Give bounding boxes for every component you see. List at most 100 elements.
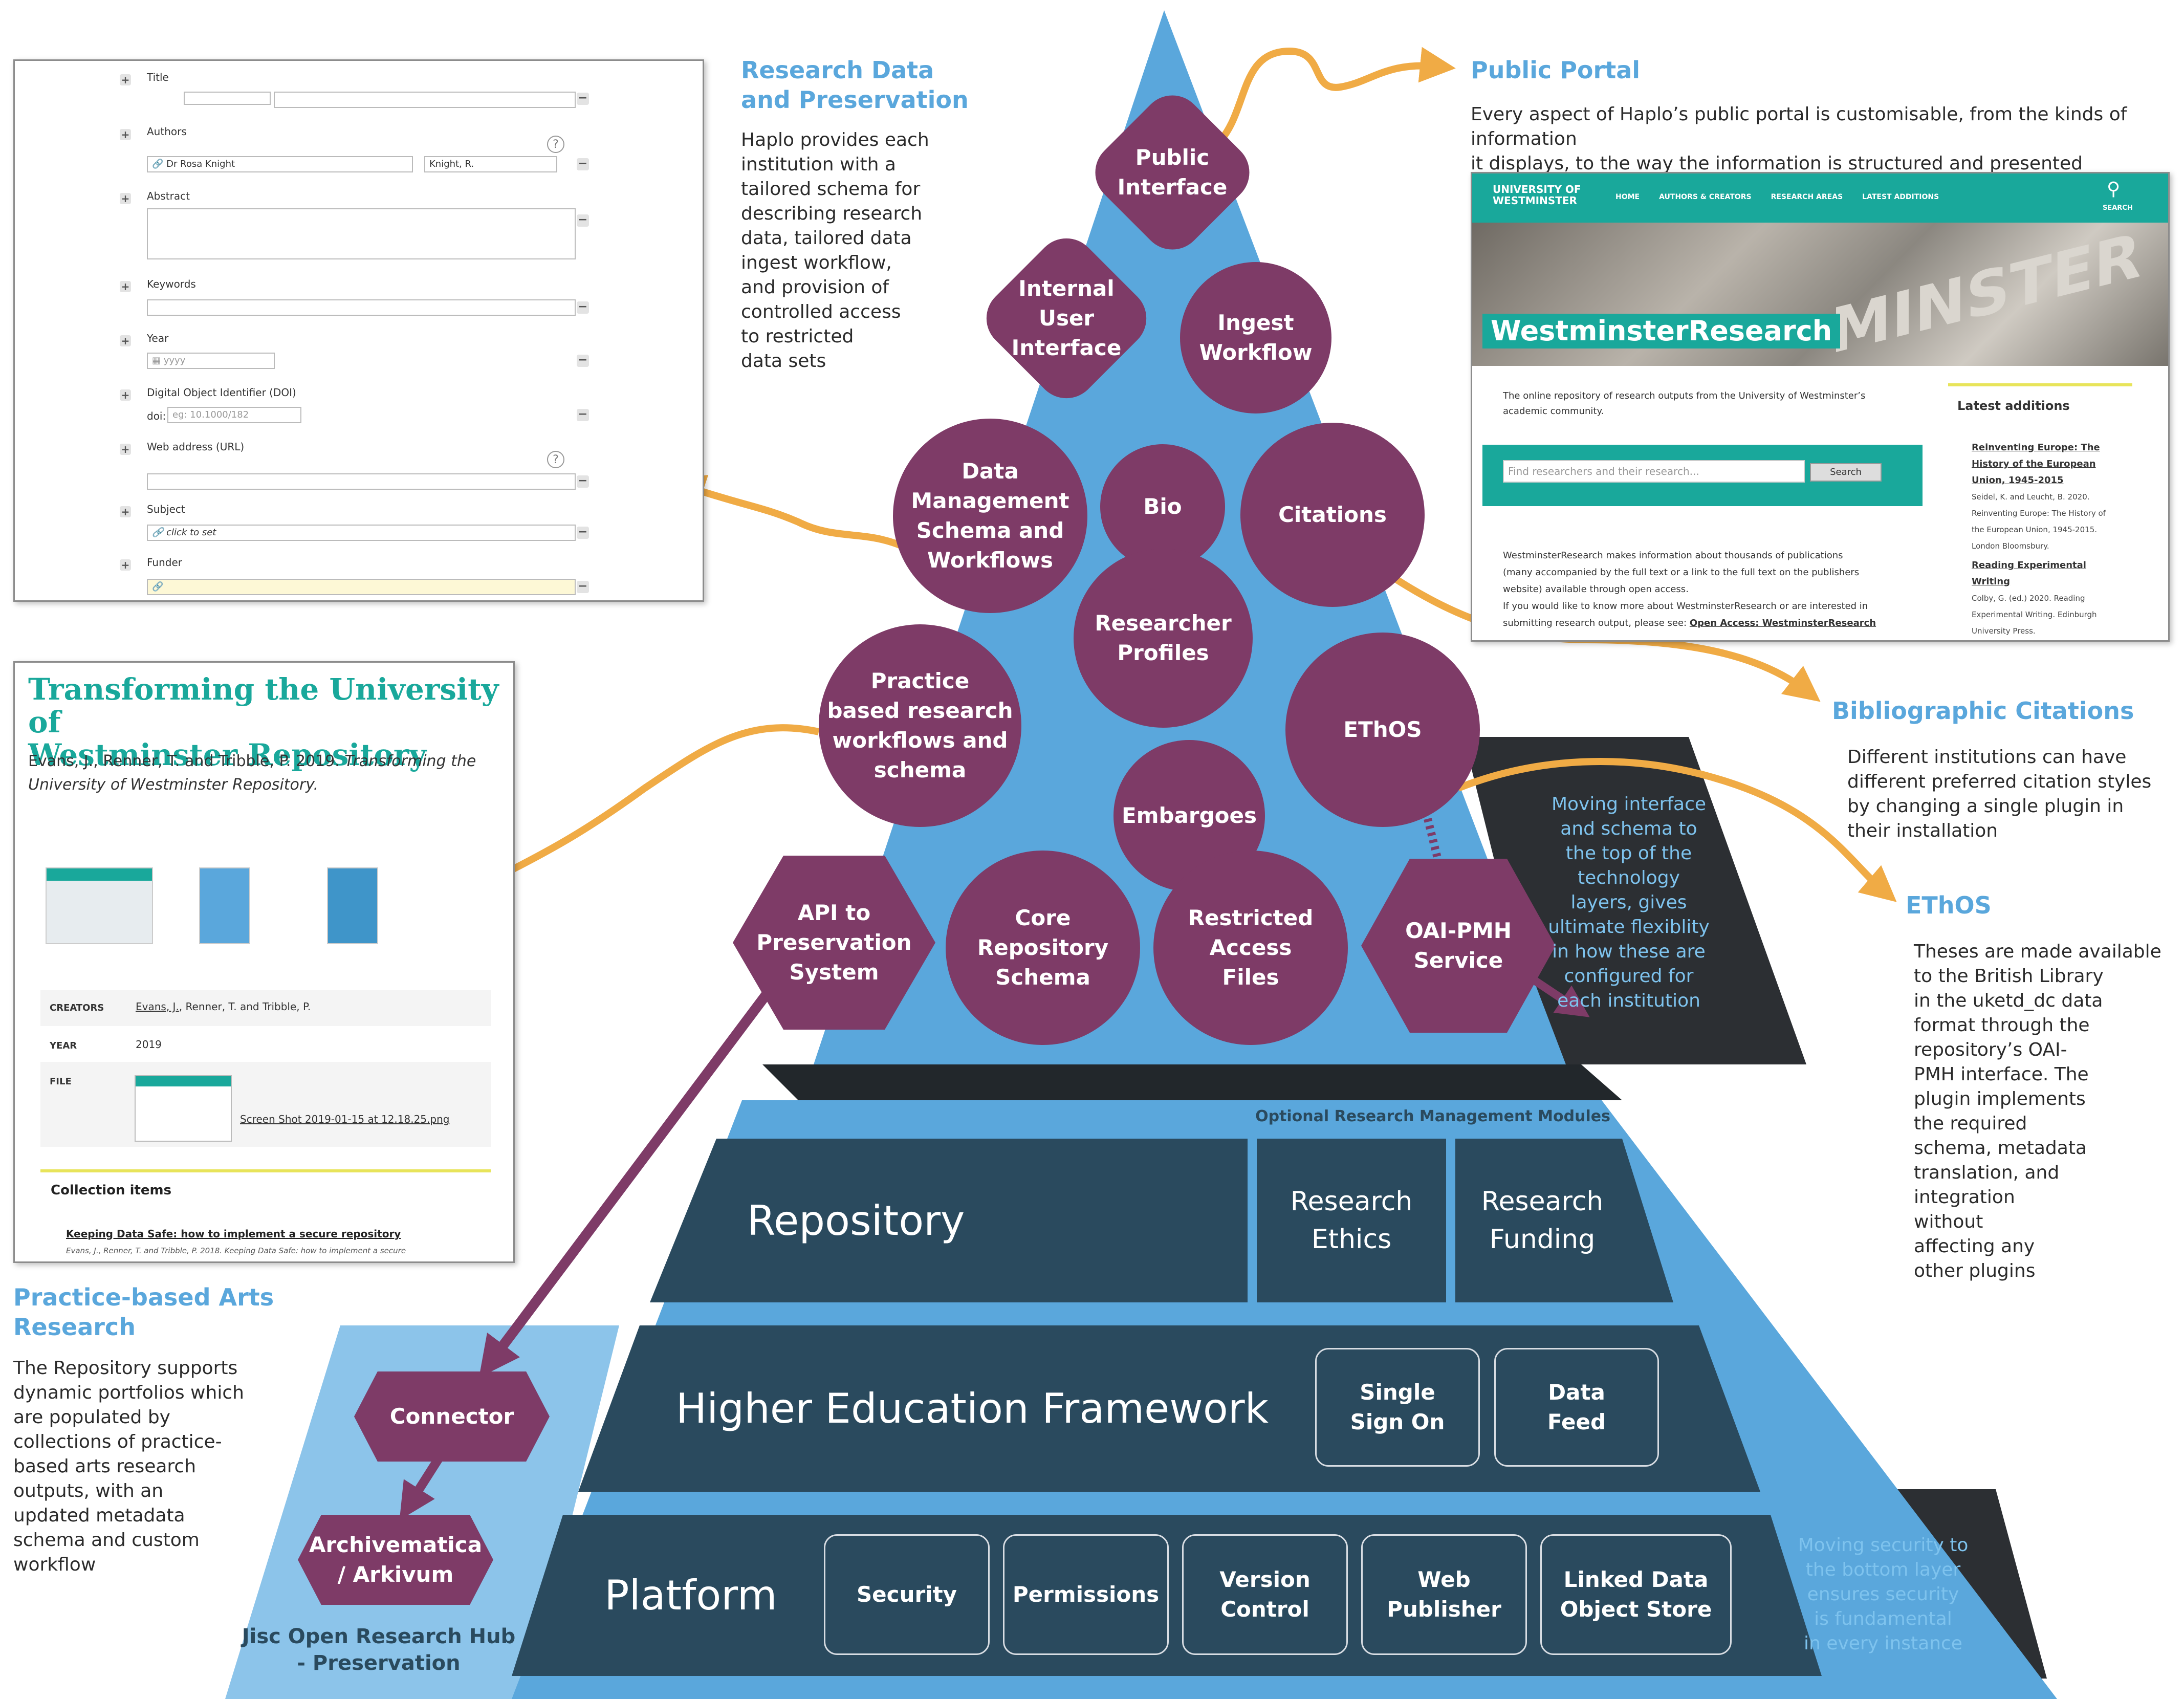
abstract-textarea[interactable]: [147, 208, 576, 259]
portal-header: UNIVERSITY OF WESTMINSTER HOME AUTHORS &…: [1472, 173, 2168, 223]
doi-placeholder: eg: 10.1000/182: [172, 409, 249, 420]
record-title: Transforming the University of Westminst…: [28, 672, 499, 772]
keywords-input[interactable]: [147, 299, 576, 316]
linked-data-box: Linked Data Object Store: [1540, 1534, 1732, 1655]
collection-heading: Collection items: [51, 1183, 172, 1198]
portal-search-label[interactable]: SEARCH: [2103, 204, 2133, 212]
remove-funder-icon[interactable]: −: [577, 581, 589, 593]
platform-band: [512, 1515, 1822, 1676]
add-title-icon[interactable]: +: [120, 74, 131, 85]
year-row-value: 2019: [136, 1038, 162, 1051]
subject-input[interactable]: 🔗 click to set: [147, 525, 576, 541]
add-author-icon[interactable]: +: [120, 129, 131, 140]
year-placeholder: yyyy: [163, 355, 186, 366]
logo-line2: WESTMINSTER: [1493, 194, 1577, 207]
search-icon[interactable]: ⚲: [2107, 179, 2121, 200]
jisc-label: Jisc Open Research Hub - Preservation: [242, 1625, 516, 1675]
file-row-label: FILE: [50, 1076, 72, 1087]
nav-research-areas[interactable]: RESEARCH AREAS: [1771, 193, 1843, 201]
remove-url-icon[interactable]: −: [577, 475, 589, 488]
thumbnail-1[interactable]: [46, 867, 153, 944]
remove-year-icon[interactable]: −: [577, 355, 589, 367]
arrow-public-portal: [1215, 47, 1456, 146]
optional-modules-label: Optional Research Management Modules: [1255, 1107, 1610, 1125]
url-input[interactable]: [147, 473, 576, 490]
file-row: [40, 1062, 491, 1147]
add-year-icon[interactable]: +: [120, 335, 131, 346]
collection-item-meta: Evans, J., Renner, T. and Tribble, P. 20…: [66, 1246, 406, 1255]
portal-logo[interactable]: UNIVERSITY OF WESTMINSTER: [1493, 184, 1581, 206]
title-language-select[interactable]: [184, 92, 271, 105]
portal-search-button[interactable]: Search: [1810, 463, 1882, 482]
nav-latest[interactable]: LATEST ADDITIONS: [1862, 193, 1939, 201]
hef-band: [578, 1325, 1760, 1492]
citation-italic: Transforming the University of Westminst…: [28, 752, 476, 794]
author-citation-field[interactable]: Knight, R.: [424, 156, 557, 172]
researcher-profiles-node: Researcher Profiles: [1074, 549, 1253, 728]
add-url-icon[interactable]: +: [120, 444, 131, 455]
add-abstract-icon[interactable]: +: [120, 193, 131, 204]
thumbnail-2[interactable]: [199, 867, 250, 944]
url-help-icon[interactable]: ?: [547, 451, 564, 468]
author-name-field[interactable]: 🔗 Dr Rosa Knight: [147, 156, 413, 172]
remove-doi-icon[interactable]: −: [577, 409, 589, 421]
creators-link[interactable]: Evans, J.: [136, 1000, 179, 1013]
doi-label: Digital Object Identifier (DOI): [147, 386, 296, 399]
add-doi-icon[interactable]: +: [120, 389, 131, 401]
repository-record-panel: Transforming the University of Westminst…: [13, 661, 515, 1263]
research-ethics-label: Research Ethics: [1290, 1186, 1413, 1255]
abstract-label: Abstract: [147, 190, 190, 202]
remove-author-icon[interactable]: −: [577, 158, 589, 170]
hero-sign-text: MINSTER: [1830, 220, 2142, 368]
remove-keywords-icon[interactable]: −: [577, 301, 589, 314]
ethos-node: EThOS: [1285, 633, 1480, 827]
collection-item-link[interactable]: Keeping Data Safe: how to implement a se…: [66, 1228, 401, 1240]
year-label: Year: [147, 332, 169, 344]
connector-node: Connector: [354, 1371, 550, 1462]
portal-search-input[interactable]: Find researchers and their research...: [1503, 460, 1805, 483]
public-portal-screenshot: UNIVERSITY OF WESTMINSTER HOME AUTHORS &…: [1471, 172, 2170, 642]
collection-divider: [40, 1169, 491, 1172]
latest-item2-title[interactable]: Reading Experimental Writing: [1972, 560, 2086, 587]
single-sign-on-box: Single Sign On: [1315, 1348, 1480, 1467]
add-funder-icon[interactable]: +: [120, 559, 131, 571]
remove-abstract-icon[interactable]: −: [577, 214, 589, 227]
authors-help-icon[interactable]: ?: [547, 136, 564, 153]
arrow-ethos: [1457, 757, 1897, 902]
year-row-label: YEAR: [50, 1040, 77, 1051]
nav-authors[interactable]: AUTHORS & CREATORS: [1659, 193, 1752, 201]
portal-desc2b: submitting research output, please see: …: [1503, 615, 1876, 631]
moving-security-note: Moving security to the bottom layer ensu…: [1798, 1535, 1969, 1654]
creators-row: [40, 990, 491, 1026]
research-data-body: Haplo provides each institution with a t…: [741, 129, 929, 372]
data-feed-box: Data Feed: [1494, 1348, 1659, 1467]
latest-item1-title[interactable]: Reinventing Europe: The History of the E…: [1972, 442, 2100, 486]
remove-title-icon[interactable]: −: [577, 93, 589, 105]
url-label: Web address (URL): [147, 441, 245, 453]
research-funding-label: Research Funding: [1481, 1186, 1604, 1255]
file-link[interactable]: Screen Shot 2019-01-15 at 12.18.25.png: [240, 1113, 450, 1125]
public-interface-label: Public Interface: [1117, 145, 1228, 200]
creators-label: CREATORS: [50, 1003, 104, 1013]
title-label: Title: [147, 71, 169, 83]
doi-input[interactable]: eg: 10.1000/182: [167, 407, 301, 423]
latest-item1-meta: Seidel, K. and Leucht, B. 2020. Reinvent…: [1972, 492, 2106, 551]
funder-input[interactable]: 🔗: [147, 579, 576, 595]
ingest-workflow-node: Ingest Workflow: [1180, 262, 1331, 413]
latest-heading: Latest additions: [1957, 399, 2070, 413]
open-access-link[interactable]: Open Access: WestminsterResearch: [1689, 618, 1876, 628]
title-input[interactable]: [274, 92, 576, 108]
practice-arts-body: The Repository supports dynamic portfoli…: [13, 1358, 244, 1575]
interface-note-panel: [1464, 737, 1806, 1064]
year-input[interactable]: ▦ yyyy: [147, 353, 275, 369]
file-thumbnail[interactable]: [135, 1075, 232, 1142]
add-subject-icon[interactable]: +: [120, 506, 131, 517]
record-citation: Evans, J., Renner, T. and Tribble, P. 20…: [28, 750, 499, 797]
remove-subject-icon[interactable]: −: [577, 527, 589, 539]
hef-label: Higher Education Framework: [676, 1385, 1269, 1432]
add-keywords-icon[interactable]: +: [120, 281, 131, 292]
permissions-box: Permissions: [1003, 1534, 1169, 1655]
nav-home[interactable]: HOME: [1615, 193, 1640, 201]
thumbnail-3[interactable]: [327, 867, 378, 944]
